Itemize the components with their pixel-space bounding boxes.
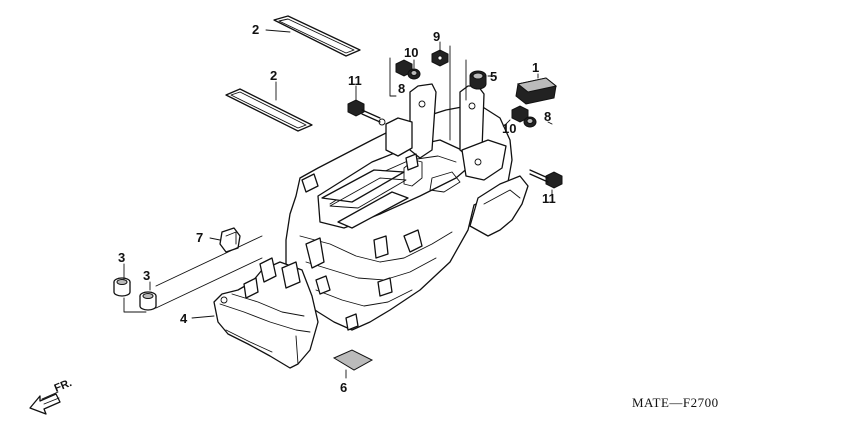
seal-strip-upper	[273, 15, 361, 57]
grommet	[469, 70, 487, 90]
nut-top	[431, 49, 449, 67]
callout-8-left: 8	[398, 81, 405, 96]
callout-5: 5	[490, 69, 497, 84]
callout-11-right: 11	[542, 191, 556, 206]
callout-10-right: 10	[502, 121, 516, 136]
cushion-a	[113, 277, 131, 297]
pad	[332, 349, 374, 371]
callout-2-upper: 2	[252, 22, 259, 37]
callout-3-a: 3	[118, 250, 125, 265]
diagram-code: MATE—F2700	[632, 395, 719, 410]
callout-1: 1	[532, 60, 539, 75]
callout-4: 4	[180, 311, 188, 326]
clip	[219, 227, 241, 253]
callout-11-left: 11	[348, 73, 362, 88]
leader-lines	[123, 29, 553, 379]
battery-tray	[213, 257, 319, 369]
callout-2-lower: 2	[270, 68, 277, 83]
rear-fender-body	[285, 83, 529, 331]
callout-7: 7	[196, 230, 203, 245]
callout-6: 6	[340, 380, 347, 395]
front-direction-label: FR.	[53, 377, 74, 395]
callout-3-b: 3	[143, 268, 150, 283]
rubber-cushion	[515, 77, 558, 105]
seal-strip-lower	[225, 88, 313, 132]
callout-10-left: 10	[404, 45, 418, 60]
bolt-right	[529, 169, 563, 189]
collar-nut-left	[395, 59, 421, 80]
collar-nut-right	[511, 105, 537, 128]
callout-8-right: 8	[544, 109, 551, 124]
bolt-left	[347, 99, 381, 123]
front-arrow-icon	[29, 391, 61, 415]
cushion-b	[139, 291, 157, 311]
callout-9: 9	[433, 29, 440, 44]
